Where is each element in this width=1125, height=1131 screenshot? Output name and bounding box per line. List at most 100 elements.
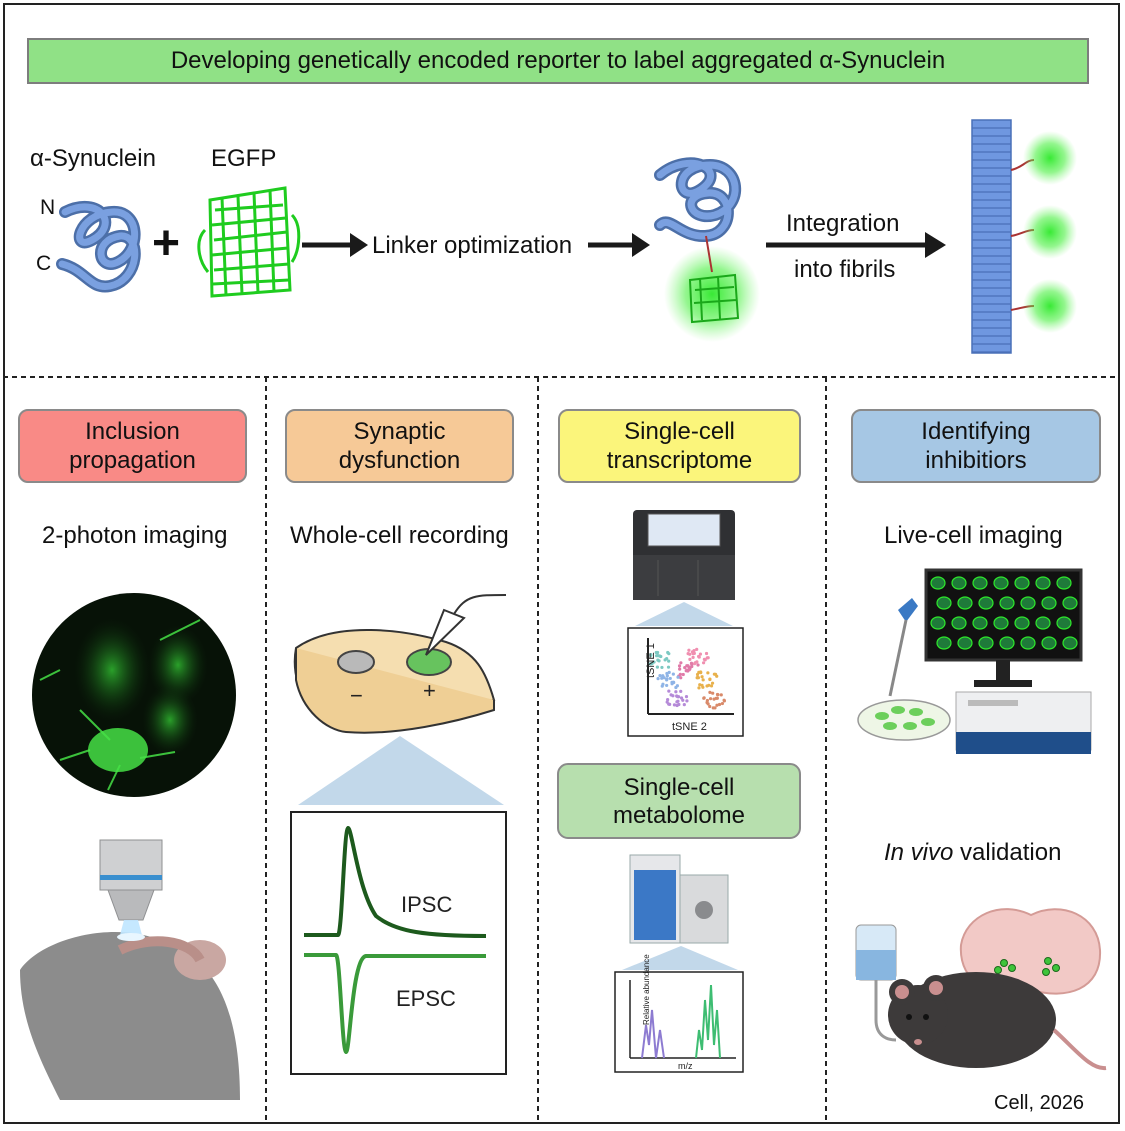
- cell-icon: [1041, 636, 1057, 650]
- cell-icon: [1062, 596, 1078, 610]
- cell-icon: [1056, 616, 1072, 630]
- tsne-dot: [676, 699, 680, 703]
- tsne-dot: [693, 662, 697, 666]
- linker-line: [705, 235, 713, 273]
- tsne-dot: [700, 675, 704, 679]
- tsne-dot: [675, 703, 679, 708]
- tsne-dot: [667, 689, 671, 693]
- cell-icon: [957, 596, 973, 610]
- objective-lens-icon: [99, 839, 163, 891]
- top-illustration: [56, 119, 1077, 354]
- cell-icon: [1020, 596, 1036, 610]
- epsc-trace: [304, 953, 486, 1055]
- tsne-dot: [691, 655, 695, 659]
- tsne-y-label: tSNE 1: [645, 643, 657, 678]
- pipette-icon: [898, 598, 918, 622]
- tsne-dot: [667, 670, 671, 674]
- tsne-dot: [666, 698, 670, 702]
- tsne-dot: [714, 696, 718, 700]
- metabolome-line1: Single-cell: [624, 774, 735, 801]
- cell-icon: [957, 636, 973, 650]
- tsne-dot: [716, 693, 720, 697]
- minus-label: −: [350, 683, 363, 708]
- tsne-dot: [670, 682, 674, 686]
- tsne-dot: [672, 703, 677, 707]
- tsne-dot: [698, 652, 703, 656]
- into-fibrils-label: into fibrils: [794, 256, 896, 283]
- n-terminus-label: N: [40, 196, 56, 219]
- metabolome-box: [557, 763, 801, 839]
- panel-inclusion-propagation-box: Inclusion propagation: [18, 409, 247, 483]
- citation-label: Cell, 2026: [994, 1092, 1085, 1114]
- tsne-dot: [696, 663, 700, 667]
- tsne-dot: [658, 673, 662, 678]
- panel3-title-line1: Single-cell: [624, 418, 735, 445]
- cell-icon: [1035, 576, 1051, 590]
- egfp-protein-icon: [197, 186, 301, 298]
- cell-icon: [1020, 636, 1036, 650]
- tsne-dot: [679, 696, 684, 700]
- tsne-dot: [706, 702, 710, 706]
- tsne-dot: [685, 699, 689, 703]
- panel1-title-line1: Inclusion: [85, 418, 180, 445]
- c-terminus-label: C: [36, 252, 52, 275]
- tsne-dot: [668, 676, 672, 681]
- tsne-dot: [684, 669, 688, 673]
- tsne-dot: [678, 672, 682, 676]
- tsne-dot: [708, 690, 712, 694]
- tsne-dot: [657, 659, 661, 663]
- integration-label: Integration: [786, 210, 900, 237]
- plus-electrode-label: +: [423, 678, 436, 703]
- tsne-dot: [715, 703, 719, 707]
- tsne-dot: [703, 658, 707, 662]
- tsne-dot: [709, 684, 714, 688]
- tsne-dot: [679, 661, 683, 665]
- tsne-dot: [665, 683, 669, 688]
- tsne-dot: [683, 666, 687, 670]
- panel-synaptic-dysfunction-box: Synaptic dysfunction: [285, 409, 514, 483]
- tsne-dot: [708, 704, 712, 709]
- tsne-dot: [656, 676, 660, 681]
- tsne-dot: [711, 706, 715, 710]
- tsne-dot: [708, 677, 712, 682]
- panel1-title-line2: propagation: [69, 447, 196, 474]
- tsne-dot: [678, 667, 682, 671]
- tsne-dot: [677, 664, 682, 668]
- panel1-illustration: [20, 593, 240, 1100]
- tsne-dot: [675, 684, 679, 688]
- tsne-dot: [682, 703, 686, 707]
- tsne-dot: [700, 683, 704, 687]
- tsne-dot: [697, 654, 701, 659]
- linker-optimization-label: Linker optimization: [372, 232, 573, 259]
- tsne-dot: [695, 660, 699, 664]
- cell-icon: [1041, 596, 1057, 610]
- panel4-method-label: Live-cell imaging: [884, 522, 1063, 549]
- panel2-method-label: Whole-cell recording: [290, 522, 509, 549]
- tsne-dot: [699, 670, 703, 674]
- ipsc-label: IPSC: [401, 892, 452, 917]
- tsne-dot: [720, 701, 725, 706]
- tsne-dot: [674, 690, 678, 694]
- metabolome-line2: metabolome: [613, 802, 745, 829]
- plus-sign: +: [152, 217, 181, 270]
- cell-icon: [1062, 636, 1078, 650]
- cell-icon: [1014, 616, 1030, 630]
- tsne-dot: [719, 693, 723, 697]
- panel3-illustration: tSNE 1 tSNE 2 Single-cell metabolome Rel…: [557, 510, 801, 1073]
- cell-icon: [936, 596, 952, 610]
- cell-icon: [999, 596, 1015, 610]
- tsne-dot: [655, 650, 660, 655]
- tsne-dot: [665, 677, 669, 681]
- tsne-dot: [666, 650, 670, 655]
- tsne-dot: [695, 647, 699, 651]
- tsne-dot: [666, 665, 671, 669]
- cell-icon: [1035, 616, 1051, 630]
- cell-icon: [1056, 576, 1072, 590]
- panel4-title-line2: inhibitiors: [925, 447, 1027, 474]
- ms-y-label: Relative abundance: [642, 954, 651, 1025]
- tsne-dot: [706, 656, 710, 660]
- tsne-dot: [717, 702, 722, 707]
- tsne-dot: [687, 665, 691, 669]
- tsne-dot: [668, 702, 672, 706]
- cell-icon: [930, 576, 946, 590]
